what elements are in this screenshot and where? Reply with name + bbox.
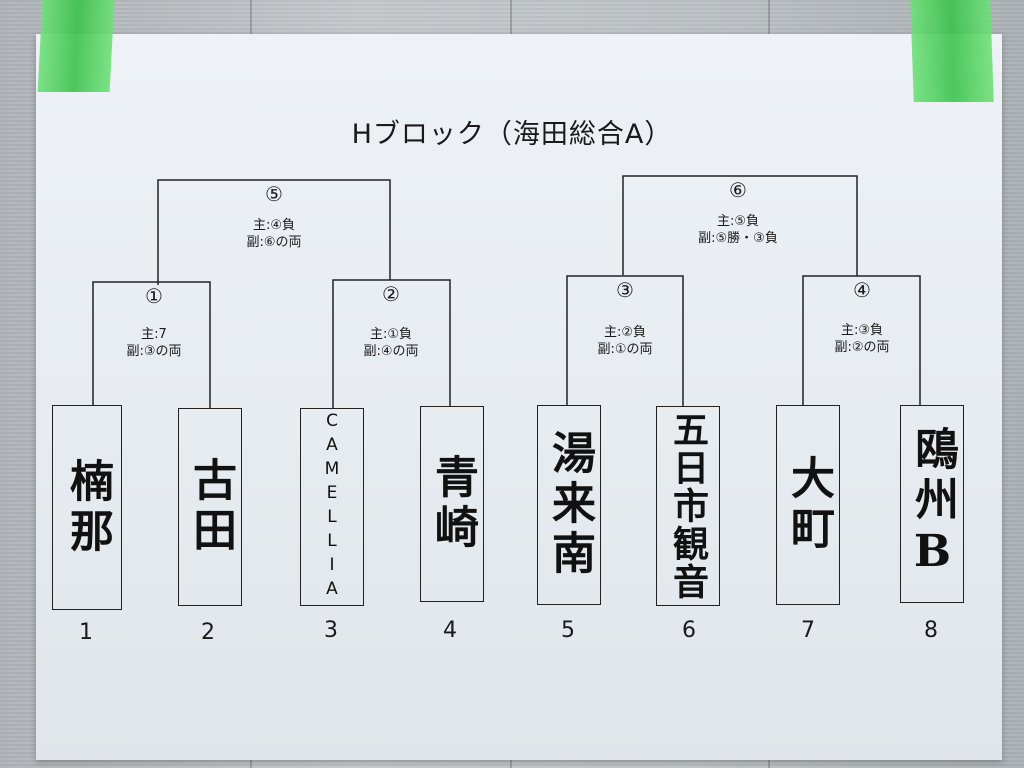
slot-number-5: 5 bbox=[561, 618, 575, 643]
match-number-1: ① bbox=[145, 284, 163, 308]
match-note-sub-4: 副:②の両 bbox=[834, 340, 890, 355]
team-box-5: 湯来南 bbox=[537, 405, 601, 605]
team-box-2: 古田 bbox=[178, 408, 242, 606]
team-box-3: CAMELLIA bbox=[300, 408, 364, 606]
team-name-5: 湯来南 bbox=[544, 430, 595, 580]
match-note-main-6: 主:⑤負 bbox=[716, 214, 760, 229]
team-name-3: CAMELLIA bbox=[322, 411, 342, 603]
bracket-line-m6 bbox=[622, 175, 858, 276]
team-box-4: 青崎 bbox=[420, 406, 484, 602]
slot-number-8: 8 bbox=[924, 618, 938, 643]
bracket-line-m1 bbox=[92, 281, 211, 408]
team-name-7: 大町 bbox=[783, 455, 834, 555]
match-number-2: ② bbox=[382, 282, 400, 306]
slot-number-6: 6 bbox=[682, 618, 696, 643]
match-note-sub-5: 副:⑥の両 bbox=[246, 235, 302, 250]
match-number-6: ⑥ bbox=[729, 178, 747, 202]
match-note-main-3: 主:②負 bbox=[603, 325, 647, 340]
team-box-6: 五日市観音 bbox=[656, 406, 720, 606]
bracket-line-m2 bbox=[332, 279, 451, 408]
team-name-1: 楠那 bbox=[62, 457, 113, 558]
match-note-sub-1: 副:③の両 bbox=[126, 344, 182, 359]
match-note-sub-2: 副:④の両 bbox=[363, 344, 419, 359]
bracket-title: Hブロック（海田総合A） bbox=[351, 119, 673, 150]
team-name-4: 青崎 bbox=[427, 454, 478, 554]
match-number-5: ⑤ bbox=[265, 182, 283, 206]
match-note-sub-3: 副:①の両 bbox=[597, 342, 653, 357]
match-note-main-4: 主:③負 bbox=[840, 323, 884, 338]
match-number-3: ③ bbox=[616, 278, 634, 302]
match-note-main-2: 主:①負 bbox=[369, 327, 413, 342]
slot-number-7: 7 bbox=[801, 618, 815, 643]
bracket-sheet bbox=[36, 34, 1002, 760]
slot-number-3: 3 bbox=[324, 618, 338, 643]
match-note-main-5: 主:④負 bbox=[252, 218, 296, 233]
bracket-line-m5 bbox=[157, 179, 391, 285]
slot-number-4: 4 bbox=[443, 618, 457, 643]
match-note-main-1: 主:7 bbox=[141, 327, 167, 342]
slot-number-2: 2 bbox=[201, 620, 215, 645]
bracket-line-m4 bbox=[802, 275, 921, 405]
team-name-6: 五日市観音 bbox=[667, 411, 709, 601]
match-number-4: ④ bbox=[853, 278, 871, 302]
slot-number-1: 1 bbox=[79, 620, 93, 645]
bracket-line-m3 bbox=[566, 275, 684, 406]
team-box-7: 大町 bbox=[776, 405, 840, 605]
team-box-1: 楠那 bbox=[52, 405, 122, 610]
team-name-8: 鴎州B bbox=[907, 425, 958, 583]
team-name-2: 古田 bbox=[185, 457, 236, 557]
match-note-sub-6: 副:⑤勝・③負 bbox=[698, 231, 778, 246]
team-box-8: 鴎州B bbox=[900, 405, 964, 603]
